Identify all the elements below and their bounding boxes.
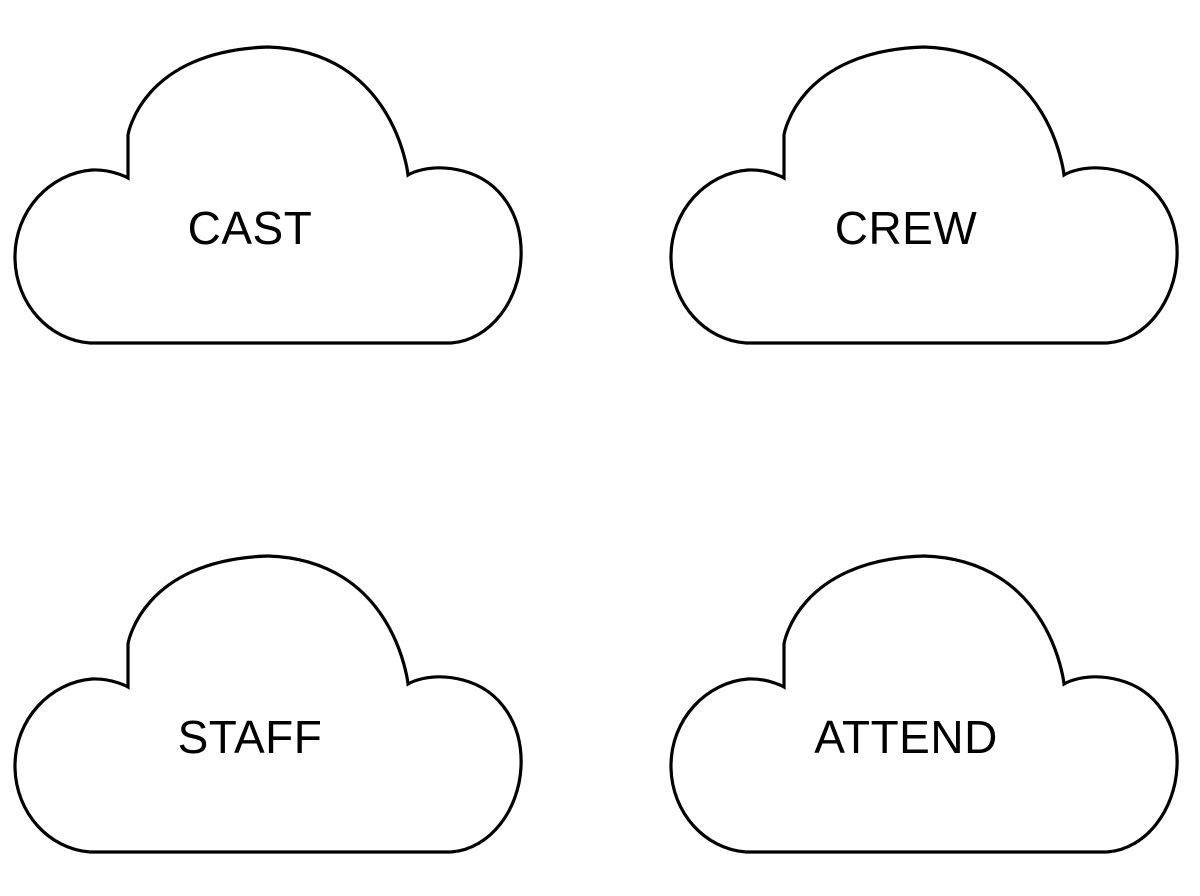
cloud-icon bbox=[13, 554, 523, 854]
cloud-icon bbox=[669, 554, 1179, 854]
cloud-label-crew: CREW bbox=[834, 202, 978, 254]
cloud-label-cast: CAST bbox=[187, 202, 313, 254]
cloud-label-staff: STAFF bbox=[177, 711, 323, 763]
cloud-node-cast[interactable]: CAST bbox=[11, 34, 525, 345]
cloud-icon bbox=[669, 45, 1179, 345]
cloud-node-staff[interactable]: STAFF bbox=[11, 543, 525, 854]
cloud-node-crew[interactable]: CREW bbox=[667, 34, 1181, 345]
cloud-icon bbox=[13, 45, 523, 345]
cloud-label-attend: ATTEND bbox=[814, 711, 998, 763]
cloud-node-attend[interactable]: ATTEND bbox=[667, 543, 1181, 854]
